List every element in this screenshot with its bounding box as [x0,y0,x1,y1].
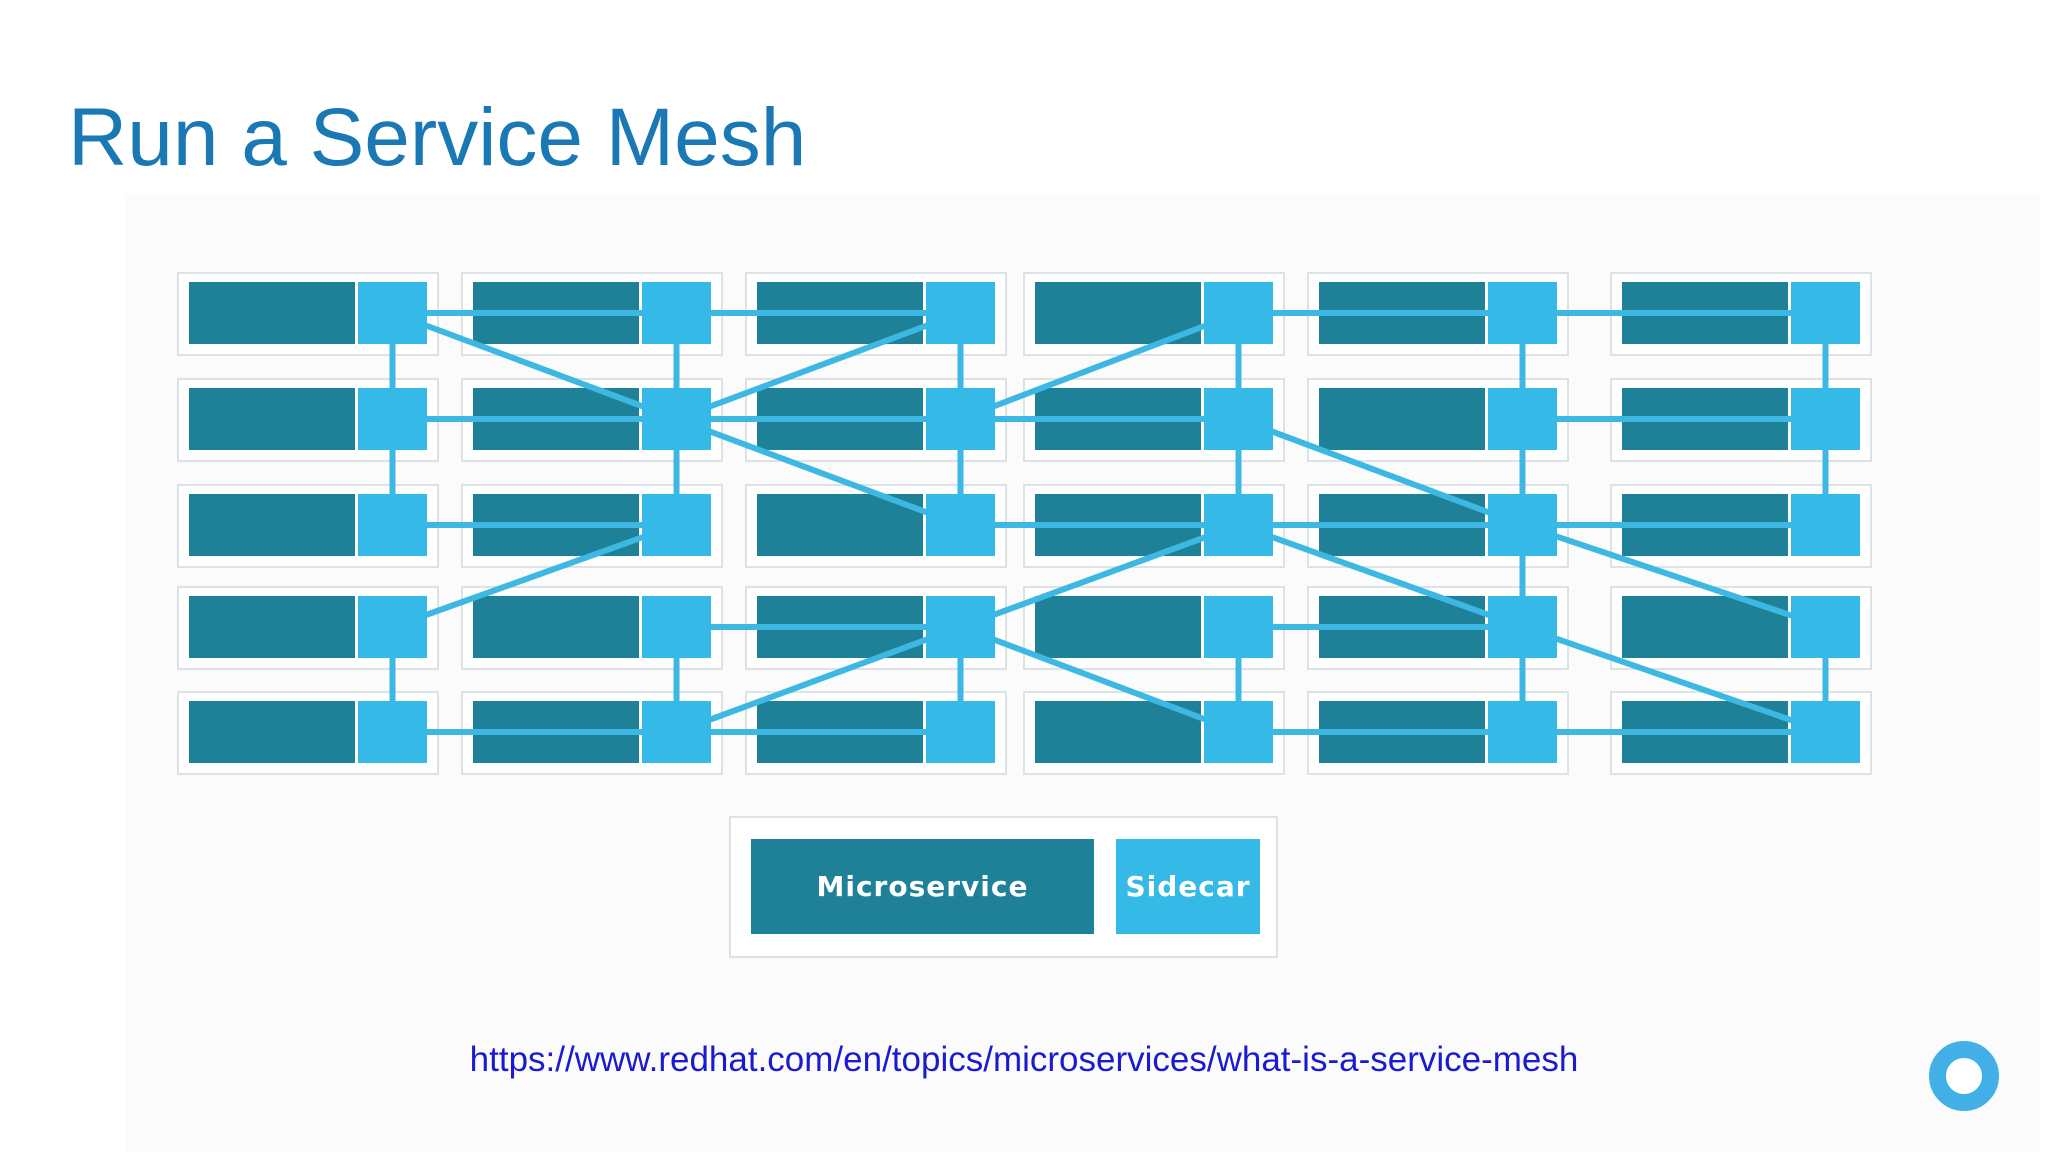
mesh-connection-line [959,624,1240,735]
microservice-box [189,282,355,344]
sidecar-box [1204,388,1273,450]
source-link[interactable]: https://www.redhat.com/en/topics/microse… [469,1040,1579,1079]
sidecar-box [1488,494,1557,556]
slide-title: Run a Service Mesh [68,92,807,183]
legend-sidecar-swatch: Sidecar [1116,839,1260,934]
mesh-connection-line [675,624,962,735]
sidecar-box [1204,701,1273,763]
legend: Microservice Sidecar [729,816,1278,958]
sidecar-box [1791,701,1860,763]
sidecar-box [358,701,427,763]
microservice-box [473,596,639,658]
sidecar-box [358,494,427,556]
sidecar-box [1204,596,1273,658]
sidecar-box [642,282,711,344]
mesh-connection-line [959,522,1240,630]
mesh-connection-line [675,310,962,422]
sidecar-box [1488,701,1557,763]
mesh-connection-line [959,310,1240,422]
mesh-connection-line [391,522,678,630]
microservice-box [189,388,355,450]
sidecar-box [642,596,711,658]
sidecar-box [1204,282,1273,344]
sidecar-box [1791,494,1860,556]
sidecar-box [1791,596,1860,658]
microservice-box [1035,596,1201,658]
sidecar-box [642,494,711,556]
microservice-box [1319,388,1485,450]
sidecar-box [1791,388,1860,450]
microservice-box [189,701,355,763]
sidecar-box [642,388,711,450]
sidecar-box [1791,282,1860,344]
legend-sidecar-label: Sidecar [1125,870,1251,903]
legend-microservice-swatch: Microservice [751,839,1094,934]
sidecar-box [358,388,427,450]
microservice-box [1035,701,1201,763]
sidecar-box [926,388,995,450]
microservice-box [189,494,355,556]
legend-microservice-label: Microservice [816,870,1029,903]
sidecar-box [926,596,995,658]
sidecar-box [358,596,427,658]
sidecar-box [1488,596,1557,658]
mesh-connection-line [1521,522,1827,630]
ring-logo-icon [1929,1041,1999,1111]
microservice-box [1035,282,1201,344]
sidecar-box [926,494,995,556]
mesh-connection-line [1237,416,1524,528]
mesh-connection-line [391,310,678,422]
microservice-box [189,596,355,658]
sidecar-box [1204,494,1273,556]
mesh-connection-line [1521,624,1827,735]
mesh-connection-line [1237,522,1524,630]
sidecar-box [642,701,711,763]
microservice-box [757,494,923,556]
sidecar-box [926,282,995,344]
sidecar-box [1488,282,1557,344]
sidecar-boxes [358,282,1860,763]
mesh-connection-line [675,416,962,528]
sidecar-box [926,701,995,763]
sidecar-box [358,282,427,344]
sidecar-box [1488,388,1557,450]
